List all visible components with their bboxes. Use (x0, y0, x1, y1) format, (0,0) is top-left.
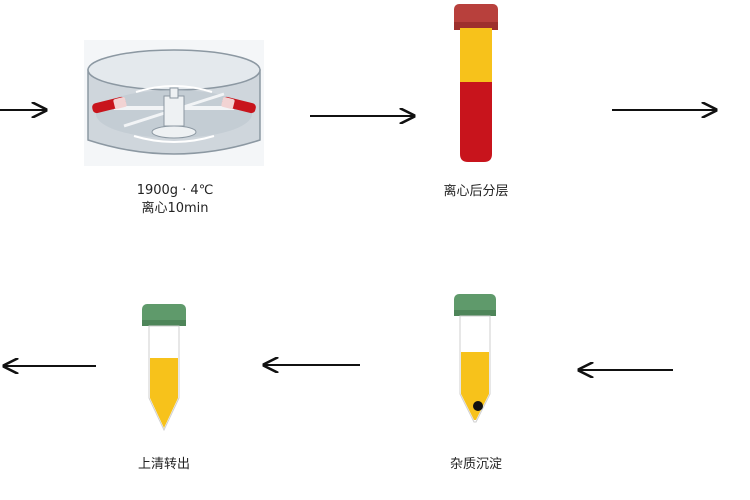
conical-tube-pellet-icon (454, 294, 496, 423)
separation-label: 离心后分层 (443, 184, 509, 199)
test-tube-layered-icon (454, 4, 498, 162)
centrifuge-label-line1: 1900g · 4℃ (136, 183, 214, 198)
arrow-right-3 (612, 102, 720, 118)
centrifuge-label: 1900g · 4℃ 离心10min (110, 182, 240, 218)
centrifuge-icon (84, 40, 264, 166)
arrow-left-3 (0, 358, 96, 374)
supernatant-label: 上清转出 (137, 457, 190, 472)
arrow-right-2 (310, 108, 418, 124)
arrow-right-1 (0, 102, 50, 118)
arrow-left-2 (260, 357, 360, 373)
conical-tube-supernatant-icon (142, 304, 186, 432)
arrow-left-1 (575, 362, 673, 378)
precipitate-label: 杂质沉淀 (449, 457, 502, 472)
centrifuge-label-line2: 离心10min (141, 201, 209, 216)
